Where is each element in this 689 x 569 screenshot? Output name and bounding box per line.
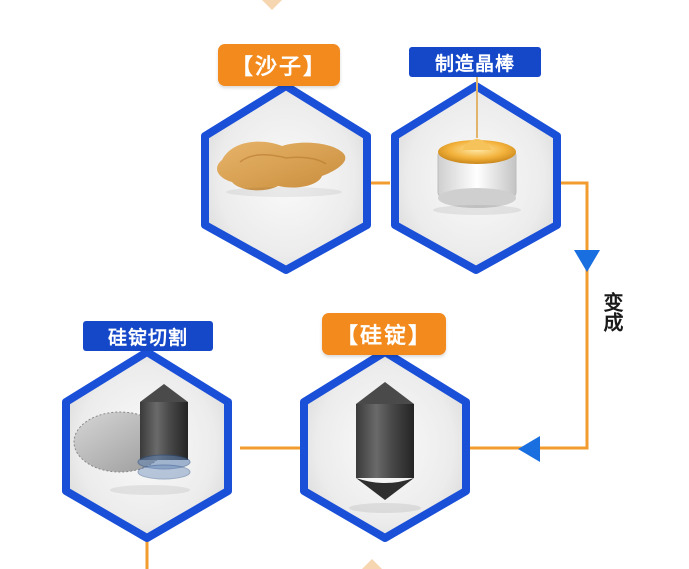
crucible-crystal-pulling-icon	[433, 76, 521, 215]
silicon-ingot-icon	[349, 382, 421, 513]
top-edge-marker	[262, 0, 282, 10]
hexagon-sand	[201, 82, 371, 274]
label-ingot-slicing: 硅锭切割	[83, 321, 213, 351]
connector-label-become: 变成	[600, 292, 624, 332]
label-sand: 【沙子】	[218, 44, 340, 86]
arrow-down-icon	[574, 250, 600, 272]
bottom-edge-marker	[362, 559, 382, 569]
hexagon-ingot-slicing	[62, 348, 232, 542]
label-grow-crystal: 制造晶棒	[409, 47, 541, 77]
ingot-saw-slicing-icon	[73, 384, 191, 495]
hexagon-ingot	[300, 348, 470, 542]
hexagon-grow-crystal	[391, 76, 561, 274]
label-ingot: 【硅锭】	[322, 313, 446, 355]
sand-pile-icon	[217, 141, 346, 197]
arrow-left-icon	[518, 436, 540, 462]
